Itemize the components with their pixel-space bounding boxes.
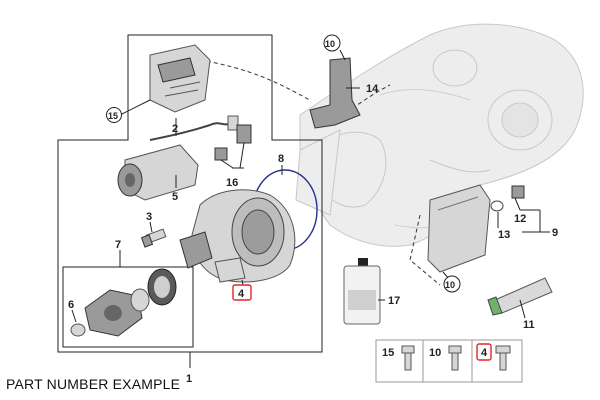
gasket-part (490, 200, 504, 212)
callout-10-cover: 10 (445, 280, 455, 290)
callout-6: 6 (68, 299, 74, 311)
callout-7: 7 (115, 239, 121, 251)
callout-11: 11 (523, 319, 535, 331)
callouts: 1 2 3 5 6 7 8 9 11 12 13 14 16 17 15 10 … (68, 34, 558, 385)
callout-4: 4 (238, 288, 245, 300)
callout-14: 14 (366, 83, 379, 95)
callout-17: 17 (388, 295, 400, 307)
legend-item-15: 15 (382, 347, 394, 359)
callout-2: 2 (172, 123, 178, 135)
caption: PART NUMBER EXAMPLE (6, 376, 181, 392)
sensor-part (214, 124, 252, 169)
callout-15: 15 (108, 111, 118, 121)
bolt-part (140, 228, 167, 248)
control-unit-part (149, 44, 211, 113)
oil-bottle-part (343, 258, 381, 325)
cover-part (427, 184, 491, 273)
callout-3: 3 (146, 211, 152, 223)
electric-motor-part (117, 144, 199, 201)
plug-part (511, 185, 525, 199)
actuator-main-part (179, 189, 296, 283)
callout-leaders (71, 49, 550, 323)
callout-12: 12 (514, 213, 526, 225)
callout-13: 13 (498, 229, 510, 241)
legend-item-10: 10 (429, 347, 441, 359)
hardware-legend: 15 10 4 (375, 339, 523, 383)
callout-10: 10 (325, 39, 335, 49)
wiring-harness-part (149, 115, 239, 141)
sub-frame-7 (62, 250, 194, 348)
assembly-frame (57, 34, 323, 368)
dashed-leaders (199, 59, 441, 286)
legend-item-4: 4 (481, 347, 488, 359)
legend-highlight-4 (476, 343, 492, 361)
callout-9: 9 (552, 227, 558, 239)
callout-1: 1 (186, 373, 192, 385)
callout-16: 16 (226, 177, 238, 189)
highlight-box-4 (232, 284, 252, 301)
callout-5: 5 (172, 191, 178, 203)
differential-housing-ghost (295, 23, 584, 247)
grease-tube-part (487, 277, 553, 316)
callout-8: 8 (278, 153, 284, 165)
flange-part (70, 268, 177, 337)
mounting-bracket-part (309, 57, 361, 129)
